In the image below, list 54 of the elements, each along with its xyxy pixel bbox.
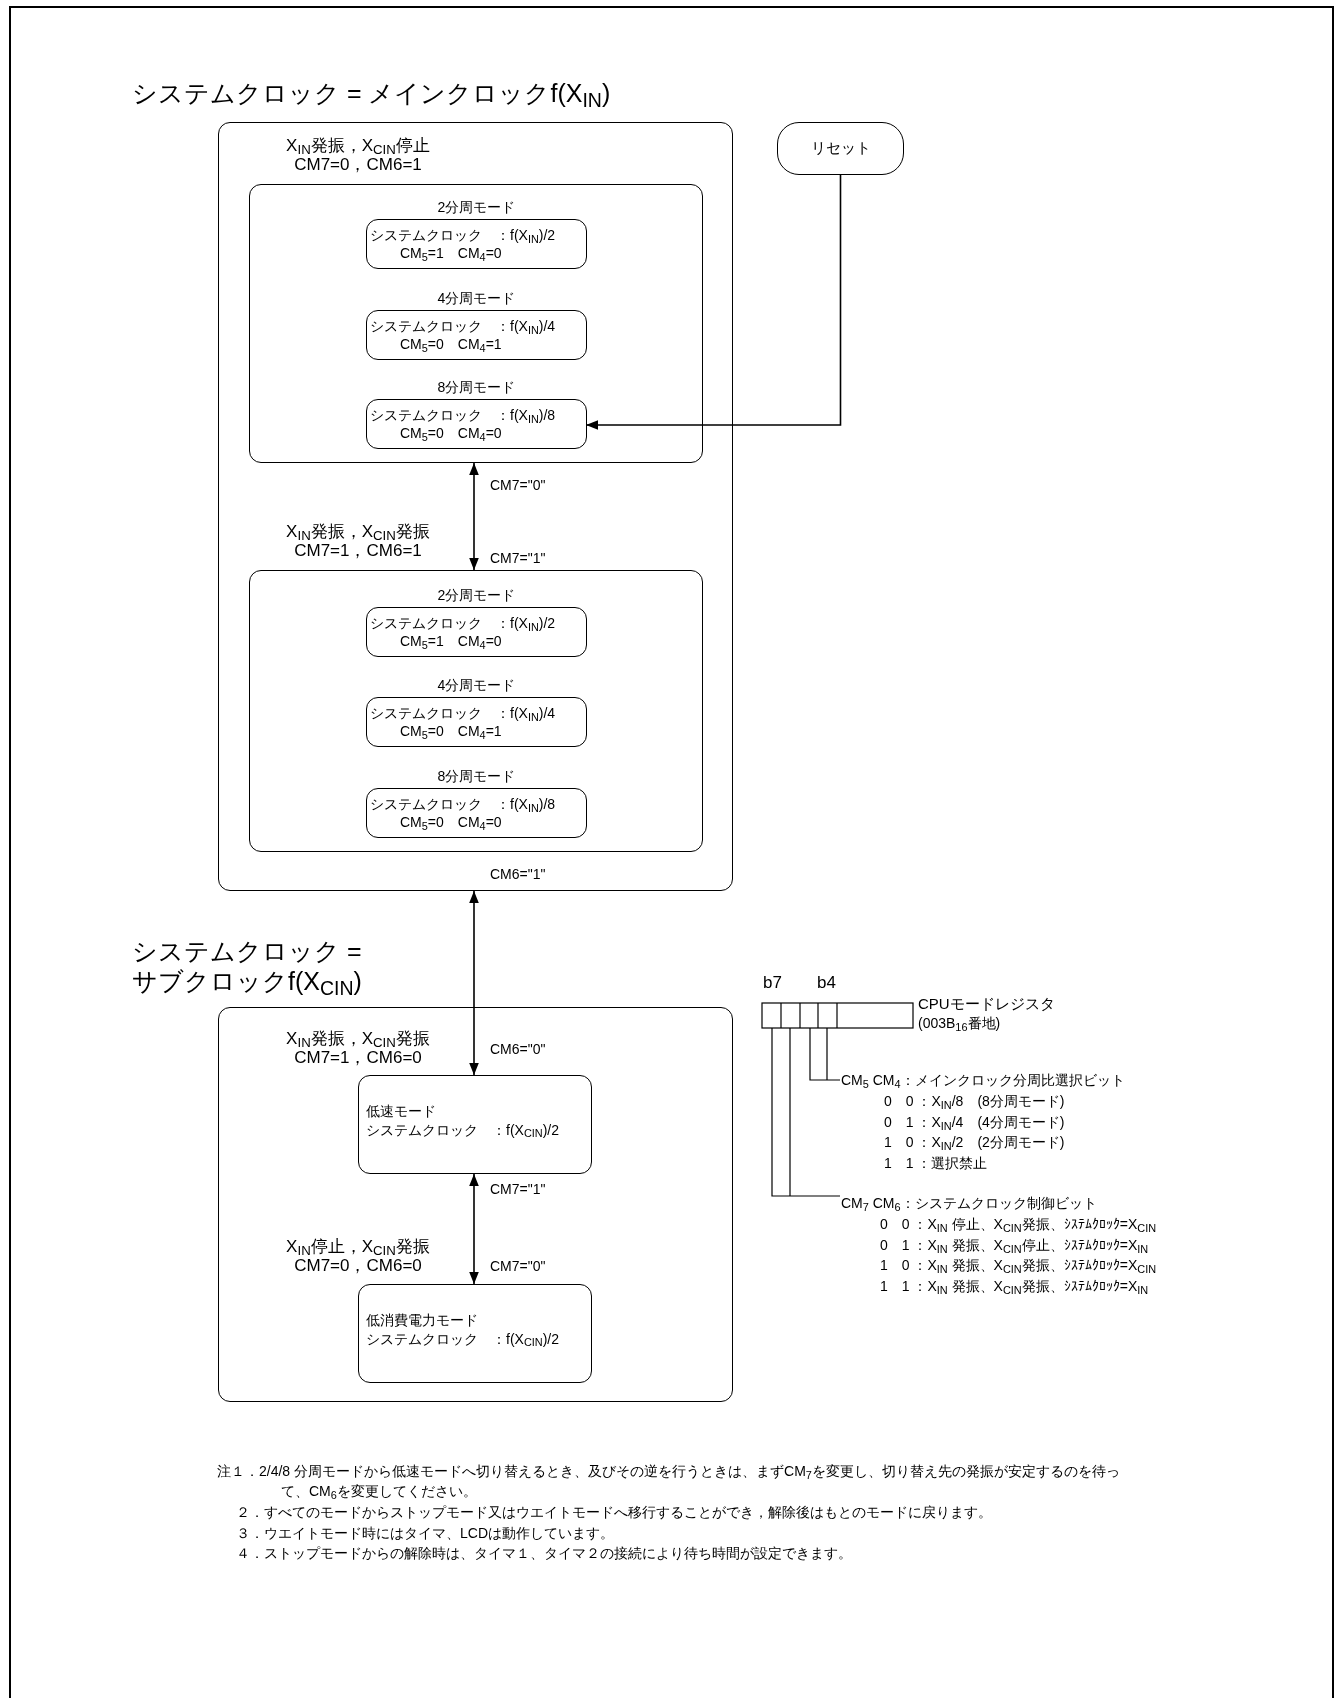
bit-value-row: 0 1 ：X$_{IN}$/4 (4分周モード) xyxy=(884,1113,1065,1132)
mode-title: 低速モード xyxy=(366,1101,437,1121)
state-box xyxy=(358,1075,592,1174)
clock-formula: システムクロック ：f(X$_{IN}$)/2 xyxy=(370,614,557,632)
bit-value-row: 1 1 ：選択禁止 xyxy=(884,1154,988,1173)
bit-value-row: 0 0 ：X$_{IN}$ 停止、X$_{CIN}$発振、ｼｽﾃﾑｸﾛｯｸ=X$_{CIN}$ xyxy=(880,1215,1157,1234)
bit-value-row: 0 1 ：X$_{IN}$ 発振、X$_{CIN}$停止、ｼｽﾃﾑｸﾛｯｸ=X$_{IN}$ xyxy=(880,1236,1149,1255)
bit-setting: CM$_{5}$=0 CM$_{4}$=0 xyxy=(399,813,503,831)
mode-title: 4分周モード xyxy=(437,289,516,308)
state-box xyxy=(358,1284,592,1383)
register-address: (003B$_{16}$番地) xyxy=(918,1014,1001,1033)
clock-formula: システムクロック ：f(X$_{IN}$)/8 xyxy=(370,406,557,424)
state-condition-text: X$_{IN}$発振，X$_{CIN}$発振 CM7=1，CM6=0 xyxy=(285,1029,431,1067)
group-frame xyxy=(249,184,703,463)
mode-title: 8分周モード xyxy=(437,767,516,786)
clock-formula: システムクロック ：f(X$_{IN}$)/2 xyxy=(370,226,557,244)
mode-title: 8分周モード xyxy=(437,378,516,397)
bit-setting: CM$_{5}$=0 CM$_{4}$=1 xyxy=(399,722,503,740)
mode-title: 2分周モード xyxy=(437,586,516,605)
bit-field-title: CM$_{7}$ CM$_{6}$：システムクロック制御ビット xyxy=(841,1194,1097,1213)
mode-title: 2分周モード xyxy=(437,198,516,217)
terminal-label: リセット xyxy=(810,138,871,159)
state-condition-text: X$_{IN}$発振，X$_{CIN}$発振 CM7=1，CM6=1 xyxy=(285,522,431,560)
terminal-box xyxy=(777,122,904,175)
bit-value-row: 0 0 ：X$_{IN}$/8 (8分周モード) xyxy=(884,1092,1065,1111)
bit-setting: CM$_{5}$=1 CM$_{4}$=0 xyxy=(399,244,503,262)
bit-value-row: 1 0 ：X$_{IN}$ 発振、X$_{CIN}$発振、ｼｽﾃﾑｸﾛｯｸ=X$_{CIN}$ xyxy=(880,1256,1157,1275)
bit-setting: CM$_{5}$=1 CM$_{4}$=0 xyxy=(399,632,503,650)
bit-setting: CM$_{5}$=0 CM$_{4}$=1 xyxy=(399,335,503,353)
note: ３．ウエイトモード時にはタイマ、LCDは動作しています。 xyxy=(236,1524,615,1543)
clock-formula: システムクロック ：f(X$_{CIN}$)/2 xyxy=(366,1120,561,1140)
register-name: CPUモードレジスタ xyxy=(918,994,1055,1014)
bit-value-row: 1 1 ：X$_{IN}$ 発振、X$_{CIN}$発振、ｼｽﾃﾑｸﾛｯｸ=X$_{IN}$ xyxy=(880,1277,1149,1296)
bit-setting: CM$_{5}$=0 CM$_{4}$=0 xyxy=(399,424,503,442)
clock-formula: システムクロック ：f(X$_{IN}$)/4 xyxy=(370,317,557,335)
arrow xyxy=(469,890,479,1076)
arrow xyxy=(585,174,842,430)
state-condition-text: X$_{IN}$発振，X$_{CIN}$停止 CM7=0，CM6=1 xyxy=(285,136,431,174)
bit-label: b7 xyxy=(763,973,782,993)
clock-formula: システムクロック ：f(X$_{IN}$)/4 xyxy=(370,704,557,722)
note: ４．ストップモードからの解除時は、タイマ１、タイマ２の接続により待ち時間が設定できます。 xyxy=(236,1544,853,1563)
arrow xyxy=(469,462,479,571)
note: 注１．2/4/8 分周モードから低速モードへ切り替えるとき、及びその逆を行うときは、まずCM$_{7}$を変更し、切り替え先の発振が安定するのを待って、CM$_{6}$を変更してください。 xyxy=(217,1462,1121,1501)
state-condition-text: X$_{IN}$停止，X$_{CIN}$発振 CM7=0，CM6=0 xyxy=(285,1237,431,1275)
arrow xyxy=(469,1173,479,1285)
bit-label: b4 xyxy=(817,973,836,993)
group-frame xyxy=(249,570,703,852)
mode-title: 低消費電力モード xyxy=(366,1310,479,1330)
clock-formula: システムクロック ：f(X$_{IN}$)/8 xyxy=(370,795,557,813)
bit-field-title: CM$_{5}$ CM$_{4}$：メインクロック分周比選択ビット xyxy=(841,1071,1125,1090)
mode-title: 4分周モード xyxy=(437,676,516,695)
note: ２．すべてのモードからストップモード又はウエイトモードへ移行することができ，解除後はもとのモードに戻ります。 xyxy=(236,1503,993,1522)
clock-formula: システムクロック ：f(X$_{CIN}$)/2 xyxy=(366,1329,561,1349)
bit-value-row: 1 0 ：X$_{IN}$/2 (2分周モード) xyxy=(884,1133,1065,1152)
